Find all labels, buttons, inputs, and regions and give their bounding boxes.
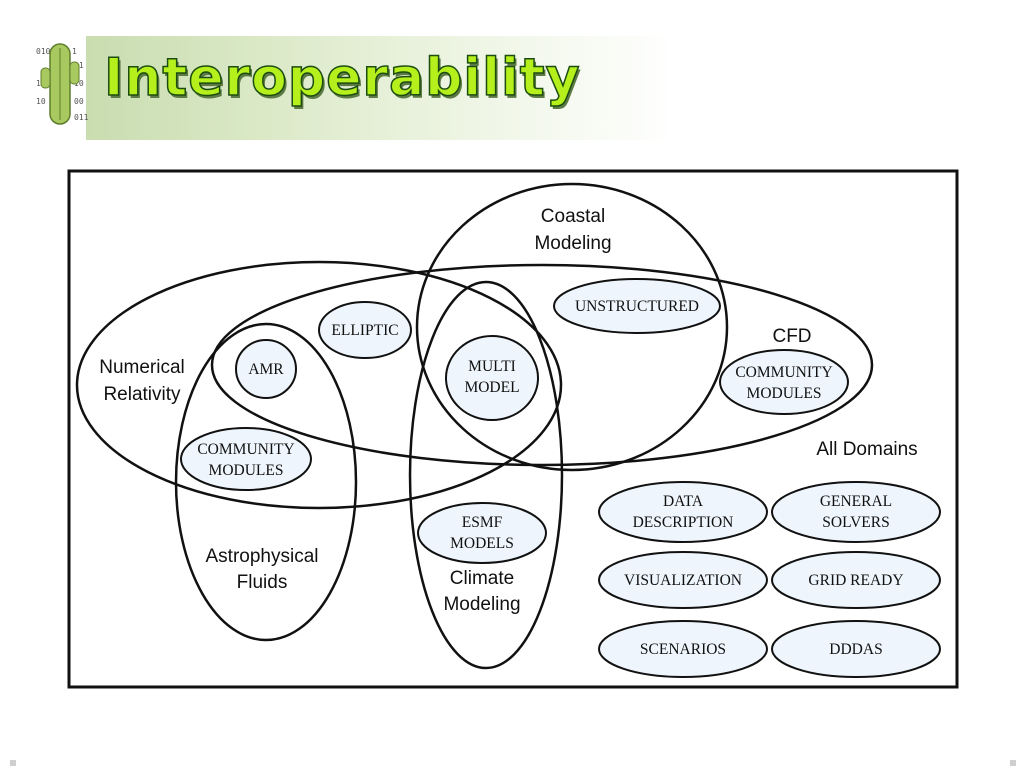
slide-title: Interoperability [103,47,581,109]
numerical-label-line1: Numerical [99,357,185,378]
astrophysical-fluids-domain [174,322,358,642]
module-multi-model [445,335,539,421]
module-elliptic [318,301,412,359]
grid-ready-label: GRID READY [808,572,903,589]
climate-label-line2: Modeling [443,594,520,615]
amr-label: AMR [248,361,284,378]
community-cfd-label-line1: COMMUNITY [735,364,832,381]
module-community-cfd [719,349,849,415]
svg-text:1: 1 [36,79,41,88]
visualization-label: VISUALIZATION [624,572,742,589]
svg-text:010: 010 [36,47,51,56]
svg-text:10: 10 [36,97,46,106]
community-cfd-label-line2: MODULES [747,385,822,402]
corner-mark-left [10,760,16,766]
module-unstructured [553,278,721,334]
svg-text:011: 011 [74,113,88,122]
climate-label-line1: Climate [450,568,514,589]
astro-label-line2: Fluids [237,572,288,593]
module-scenarios [598,620,768,678]
community-astro-label-line2: MODULES [209,462,284,479]
esmf-label-line2: MODELS [450,535,514,552]
general-solvers-label-line1: GENERAL [820,493,892,510]
svg-text:1: 1 [72,47,77,56]
module-dddas [771,620,941,678]
cfd-domain [210,263,874,467]
numerical-label-line2: Relativity [103,384,181,405]
scenarios-label: SCENARIOS [640,641,726,658]
elliptic-label: ELLIPTIC [331,322,398,339]
title-banner [86,36,676,140]
svg-text:10: 10 [74,79,84,88]
data-description-label-line2: DESCRIPTION [633,514,734,531]
cfd-label: CFD [772,326,811,347]
astro-label-line1: Astrophysical [206,546,319,567]
coastal-modeling-domain [415,182,729,472]
dddas-label: DDDAS [829,641,882,658]
unstructured-label: UNSTRUCTURED [575,298,699,315]
module-grid-ready [771,551,941,609]
module-amr [235,339,297,399]
module-visualization [598,551,768,609]
module-esmf [417,502,547,564]
esmf-label-line1: ESMF [462,514,503,531]
module-data-description [598,481,768,543]
general-solvers-label-line2: SOLVERS [822,514,889,531]
multi-model-label-line2: MODEL [464,379,519,396]
corner-mark-right [1010,760,1016,766]
multi-model-label-line1: MULTI [468,358,516,375]
module-general-solvers [771,481,941,543]
svg-text:00: 00 [74,97,84,106]
module-community-astro [180,427,312,491]
all-domains-label: All Domains [816,439,917,460]
coastal-label-line2: Modeling [534,233,611,254]
climate-modeling-domain [408,280,564,670]
numerical-relativity-domain [75,260,563,510]
community-astro-label-line1: COMMUNITY [197,441,294,458]
data-description-label-line1: DATA [663,493,704,510]
coastal-label-line1: Coastal [541,206,605,227]
